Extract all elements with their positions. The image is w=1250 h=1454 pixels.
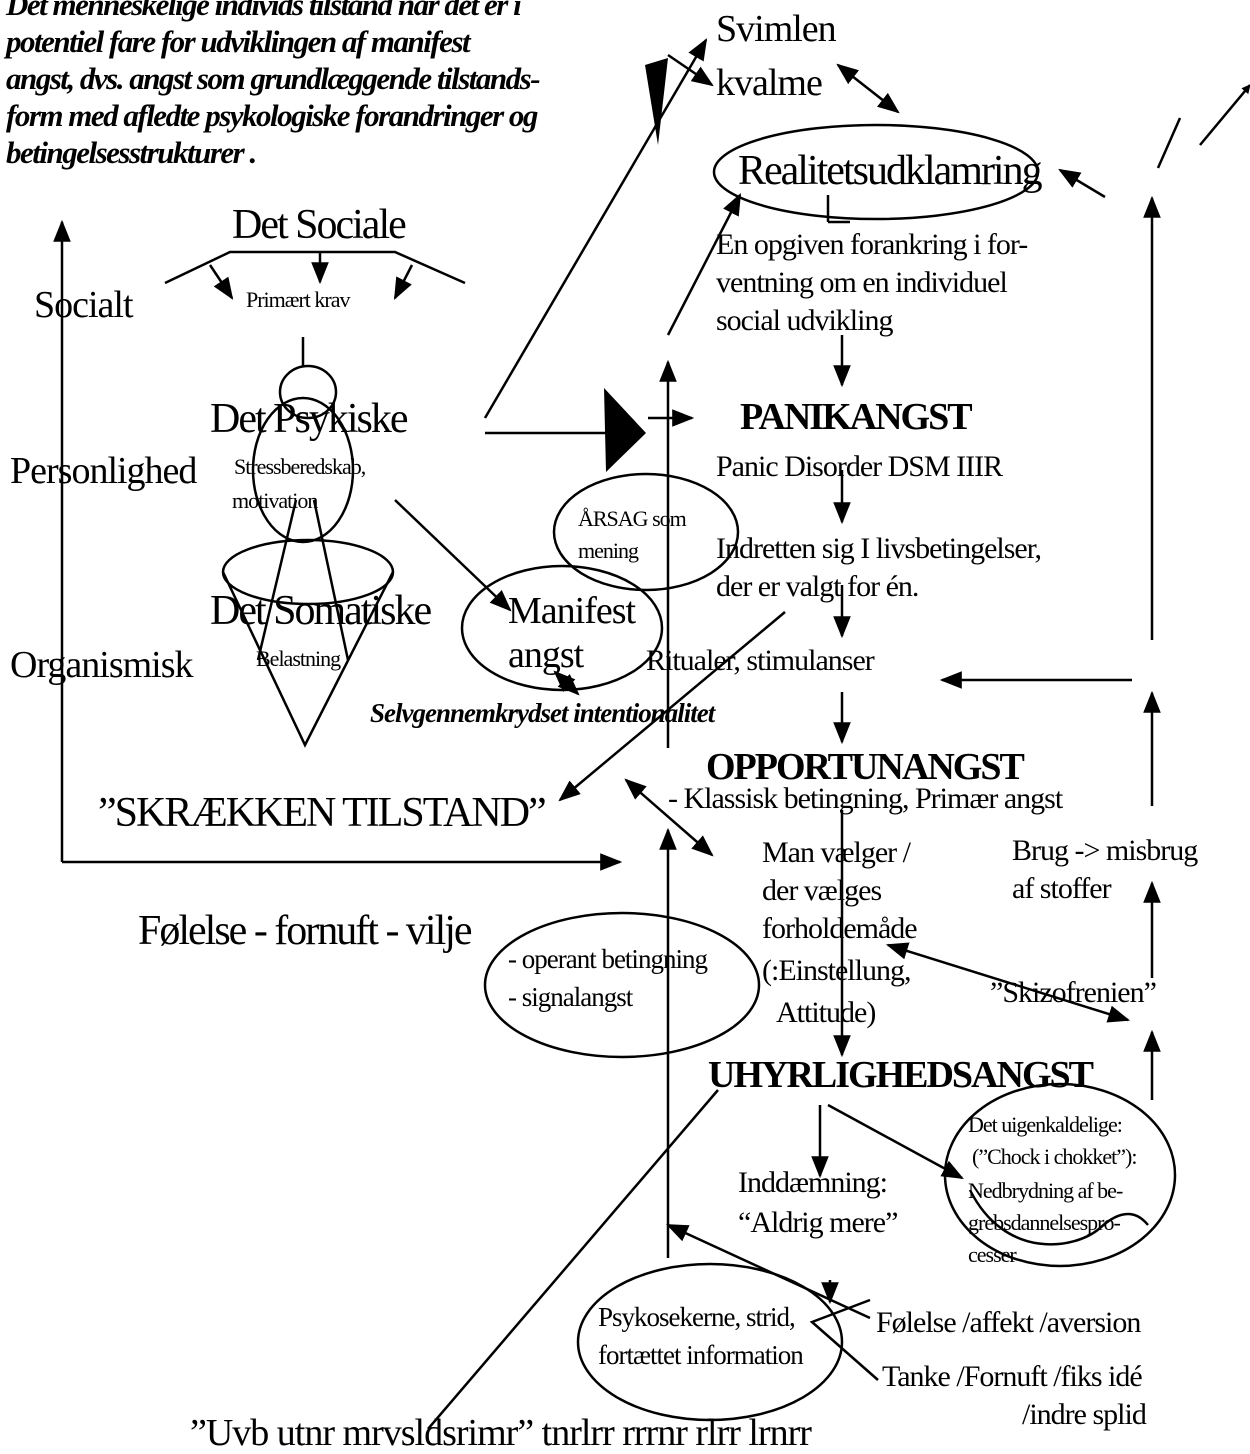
intro-line: form med afledte psykologiske forandring…	[6, 98, 538, 133]
uigen-line-1: Det uigenkaldelige:	[968, 1112, 1123, 1137]
manifest-label-1: Manifest	[508, 590, 636, 632]
bottom-cut-text: ”Uvb utnr mrvsldsrimr” tnrlrr rrrnr rlrr…	[190, 1412, 812, 1454]
skizofrenien-label: ”Skizofrenien”	[990, 976, 1157, 1009]
head-circle	[278, 364, 338, 420]
indretten-line-2: der er valgt for én.	[716, 570, 919, 603]
realitet-label: Realitetsudklamring	[738, 148, 1043, 194]
level-socialt: Socialt	[34, 284, 134, 326]
tanke-line-1: Tanke /Fornuft /fiks idé	[882, 1360, 1143, 1393]
wedge-right	[604, 388, 646, 472]
belastning-label: Belastning	[256, 646, 341, 671]
opportunangst-label: OPPORTUNANGST	[706, 746, 1025, 788]
folelse-fornuft-vilje: Følelse - fornuft - vilje	[138, 908, 473, 954]
man-line-3: forholdemåde	[762, 912, 918, 945]
opgiven-line-2: ventning om en individuel	[716, 266, 1008, 299]
uigen-line-3: Nedbrydning af be-	[968, 1178, 1123, 1203]
stress-line-1: Stressberedskab,	[234, 454, 366, 479]
panic-disorder-label: Panic Disorder DSM IIIR	[716, 450, 1003, 483]
panikangst-label: PANIKANGST	[740, 396, 973, 438]
man-line-1: Man vælger /	[762, 836, 911, 869]
man-line-2: der vælges	[762, 874, 882, 907]
psykosekerne-ellipse	[576, 1262, 844, 1422]
aarsag-line-1: ÅRSAG som	[578, 506, 687, 531]
man-line-5: Attitude)	[776, 996, 876, 1029]
svimlen-label: Svimlen	[716, 8, 837, 50]
level-organismisk: Organismisk	[10, 644, 194, 686]
brug-line-2: af stoffer	[1012, 872, 1112, 905]
intro-line: angst, dvs. angst som grundlæggende tils…	[6, 61, 541, 96]
operant-line-2: - signalangst	[508, 982, 633, 1012]
det-sociale-label: Det Sociale	[232, 202, 407, 248]
skraekken-tilstand: ”SKRÆKKEN TILSTAND”	[98, 790, 547, 836]
indretten-line-1: Indretten sig I livsbetingelser,	[716, 532, 1042, 565]
uhyrlighedsangst-label: UHYRLIGHEDSANGST	[708, 1054, 1094, 1096]
stress-line-2: motivation	[232, 488, 318, 513]
ritualer-label: Ritualer, stimulanser	[646, 644, 875, 677]
wedge-up	[645, 58, 668, 145]
primaert-krav-label: Primært krav	[246, 287, 350, 312]
operant-line-1: - operant betingning	[508, 944, 708, 974]
kvalme-label: kvalme	[716, 62, 823, 104]
selvgennemkrydset-label: Selvgennemkrydset intentionalitet	[370, 698, 715, 728]
realitet-ellipse	[712, 123, 1040, 221]
aarsag-ellipse	[552, 472, 740, 592]
uigen-line-4: grebsdannelsespro-	[968, 1210, 1121, 1235]
brug-line-1: Brug -> misbrug	[1012, 834, 1198, 867]
psykosekerne-line-2: fortættet information	[598, 1340, 804, 1370]
operant-ellipse	[483, 911, 761, 1059]
intro-line: Det menneskelige individs tilstand når d…	[6, 0, 522, 22]
torso-ellipse	[251, 396, 355, 544]
intro-text: Det menneskelige individs tilstand når d…	[6, 0, 626, 171]
cone-triangle	[221, 571, 395, 748]
man-line-4: (:Einstellung,	[762, 954, 911, 987]
intro-line: potentiel fare for udviklingen af manife…	[6, 24, 471, 59]
intro-line: betingelsesstrukturer .	[6, 135, 257, 170]
tanke-line-2: /indre splid	[1022, 1398, 1147, 1431]
det-psykiske-label: Det Psykiske	[210, 396, 408, 442]
uigen-line-5: cesser	[968, 1242, 1017, 1267]
aarsag-line-2: mening	[578, 538, 639, 563]
opgiven-line-1: En opgiven forankring i for-	[716, 228, 1028, 261]
klassisk-label: - Klassisk betingning, Primær angst	[668, 782, 1063, 815]
manifest-label-2: angst	[508, 634, 584, 676]
inddaemning-line-1: Inddæmning:	[738, 1166, 888, 1199]
psykosekerne-line-1: Psykosekerne, strid,	[598, 1302, 796, 1332]
opgiven-line-3: social udvikling	[716, 304, 893, 337]
uigen-line-2: (”Chock i chokket”):	[972, 1144, 1137, 1169]
det-somatiske-label: Det Somatiske	[210, 588, 432, 634]
inddaemning-line-2: “Aldrig mere”	[738, 1206, 898, 1239]
level-personlighed: Personlighed	[10, 450, 197, 492]
folelse-affekt-label: Følelse /affekt /aversion	[876, 1306, 1141, 1339]
